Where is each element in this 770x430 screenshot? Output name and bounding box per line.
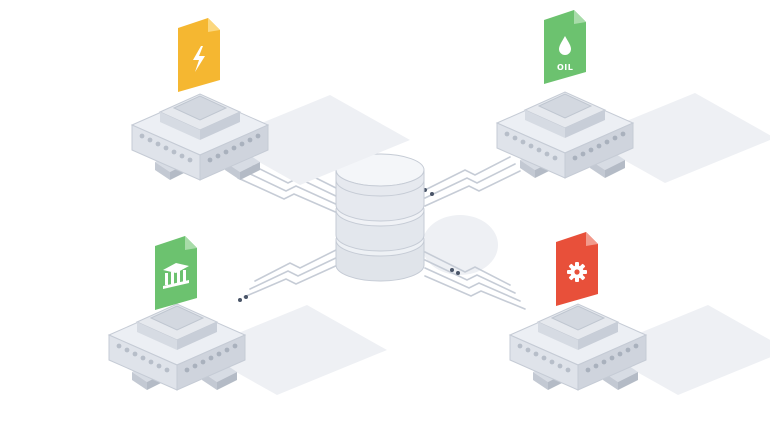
database-shadow	[422, 215, 498, 275]
energy-document	[178, 18, 220, 92]
oil-document: OIL	[544, 10, 586, 84]
bank-building-icon	[163, 263, 189, 289]
bank-document	[155, 236, 197, 310]
oil-drop-icon	[559, 36, 571, 55]
database-icon	[335, 153, 425, 282]
oil-label: OIL	[557, 63, 573, 72]
circuit-traces	[237, 156, 526, 310]
gear-icon	[567, 262, 587, 282]
settings-document	[556, 232, 598, 306]
server-module-settings	[509, 303, 770, 396]
server-module-bank	[108, 303, 388, 396]
lightning-bolt-icon	[193, 46, 205, 72]
server-module-oil	[496, 91, 770, 184]
